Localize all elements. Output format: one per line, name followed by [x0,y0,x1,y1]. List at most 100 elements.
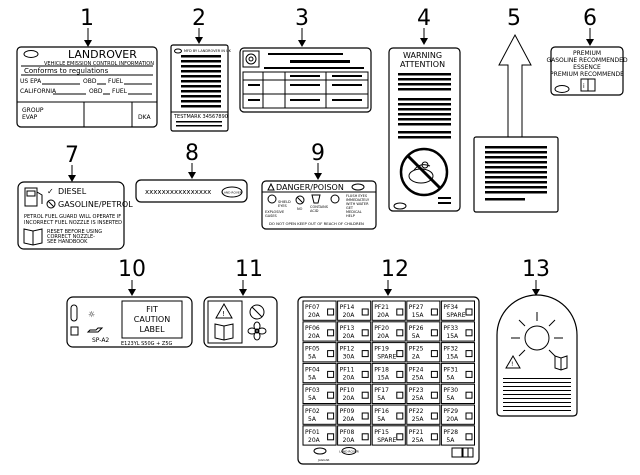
fuse-rating: 2A [412,354,421,361]
circuit-symbol-icon [465,433,473,441]
fuel-label-1: FUEL [108,78,124,85]
attention-text: ATTENTION [400,60,445,69]
tyre-pictogram-icon [242,50,260,68]
fuse-rating: 5A [446,374,455,381]
fuse-rating: 5A [308,374,317,381]
eye-wash-icon [330,194,340,204]
circuit-symbol-icon [327,329,335,337]
contains-text: CONTAINS [310,205,329,209]
battery-danger-label: DANGER/POISON SHIELD EYES EXPLOSIVE GASE… [261,180,377,230]
fuse-rating: 5A [446,395,455,402]
emission-subtitle: VEHICLE EMISSION CONTROL INFORMATION [44,61,154,67]
obd-label-1: OBD [83,78,97,85]
handbook-icon [554,355,568,371]
fuse-id: PF33 [443,325,458,332]
fuse-rating: 20A [308,312,321,319]
fuse-footer: LAND ROVER JAGUAR [313,447,474,462]
fuel-type-label: ✓ DIESEL GASOLINE/PETROL PETROL FUEL GUA… [17,181,133,250]
fuse-rating: 20A [446,416,459,423]
circuit-symbol-icon [430,391,438,399]
bulb-caution-label: ☼ SP-A2 FIT CAUTION LABEL E123YL S50G + … [66,296,193,348]
oval-icon [554,85,570,93]
fuse-id: PF10 [340,387,355,394]
fuse-rating: 20A [377,312,390,319]
circuit-symbol-icon [361,412,369,420]
fuse-id: PF21 [409,429,424,436]
help-text: HELP [346,214,355,218]
circuit-symbol-icon [327,370,335,378]
explosive-text: EXPLOSIVE [265,210,284,214]
fuse-id: PF06 [305,325,320,332]
premium-text: PREMIUM [573,50,601,57]
callout-7: 7 [65,143,79,168]
oil-can-icon [86,327,104,333]
airbag-warning-label: WARNING ATTENTION [388,47,461,212]
fuse-id: PF28 [443,429,458,436]
cooling-fan-warning-label: ! [203,296,278,348]
circuit-symbol-icon [361,308,369,316]
circuit-symbol-icon [465,370,473,378]
information-label [473,136,559,213]
fuse-id: PF20 [374,325,389,332]
vin-code-text: xxxxxxxxxxxxxxxx [145,188,211,196]
handbook-icon [462,447,474,458]
circuit-symbol-icon [361,370,369,378]
fuse-id: PF12 [340,346,355,353]
fuse-rating: 5A [377,395,386,402]
fuse-rating: SPARE [446,312,465,319]
fuse-rating: 30A [343,354,356,361]
circuit-symbol-icon [430,433,438,441]
svg-text:i: i [583,83,585,90]
warning-triangle-icon [505,355,521,369]
fuse-rating: 15A [412,312,425,319]
warning-text: WARNING [403,51,442,60]
fuse-id: PF34 [443,304,458,311]
fuse-rating: 20A [343,395,356,402]
fuse-id: PF21 [374,304,389,311]
conform-text: Conforms to regulations [24,67,109,75]
callout-8: 8 [185,141,199,166]
fuse-rating: 25A [412,374,425,381]
callout-11: 11 [235,257,263,282]
circuit-symbol-icon [465,329,473,337]
callout-12: 12 [381,257,409,282]
circuit-symbol-icon [396,433,404,441]
circuit-symbol-icon [327,433,335,441]
circuit-symbol-icon [396,350,404,358]
eyes-text: EYES [278,204,288,208]
fuse-box-label: PF0720APF1420APF2120APF2715APF34SPAREPF0… [297,296,480,465]
sp-a2-text: SP-A2 [92,337,109,344]
keep-out-text: DO NOT OPEN KEEP OUT OF REACH OF CHILDRE… [269,221,364,226]
fuse-id: PF15 [374,429,389,436]
circuit-symbol-icon [361,433,369,441]
flush-eyes-text: FLUSH EYES [346,194,368,198]
circuit-symbol-icon [430,308,438,316]
reset-text-3: SEE HANDBOOK [47,239,88,245]
land-rover-oval-icon [341,447,357,455]
fuse-rating: 25A [412,437,425,444]
circuit-symbol-icon [396,391,404,399]
circuit-symbol-icon [327,412,335,420]
callout-1: 1 [80,6,94,31]
callout-6: 6 [583,6,597,31]
fuse-id: PF09 [340,408,355,415]
callout-13: 13 [522,257,550,282]
callout-9: 9 [311,141,325,166]
square-icon [70,326,79,336]
sun-icon: ☼ [88,310,95,319]
fuse-id: PF26 [409,325,424,332]
tyre-pressure-label [239,47,372,113]
fuse-rating: 20A [377,333,390,340]
